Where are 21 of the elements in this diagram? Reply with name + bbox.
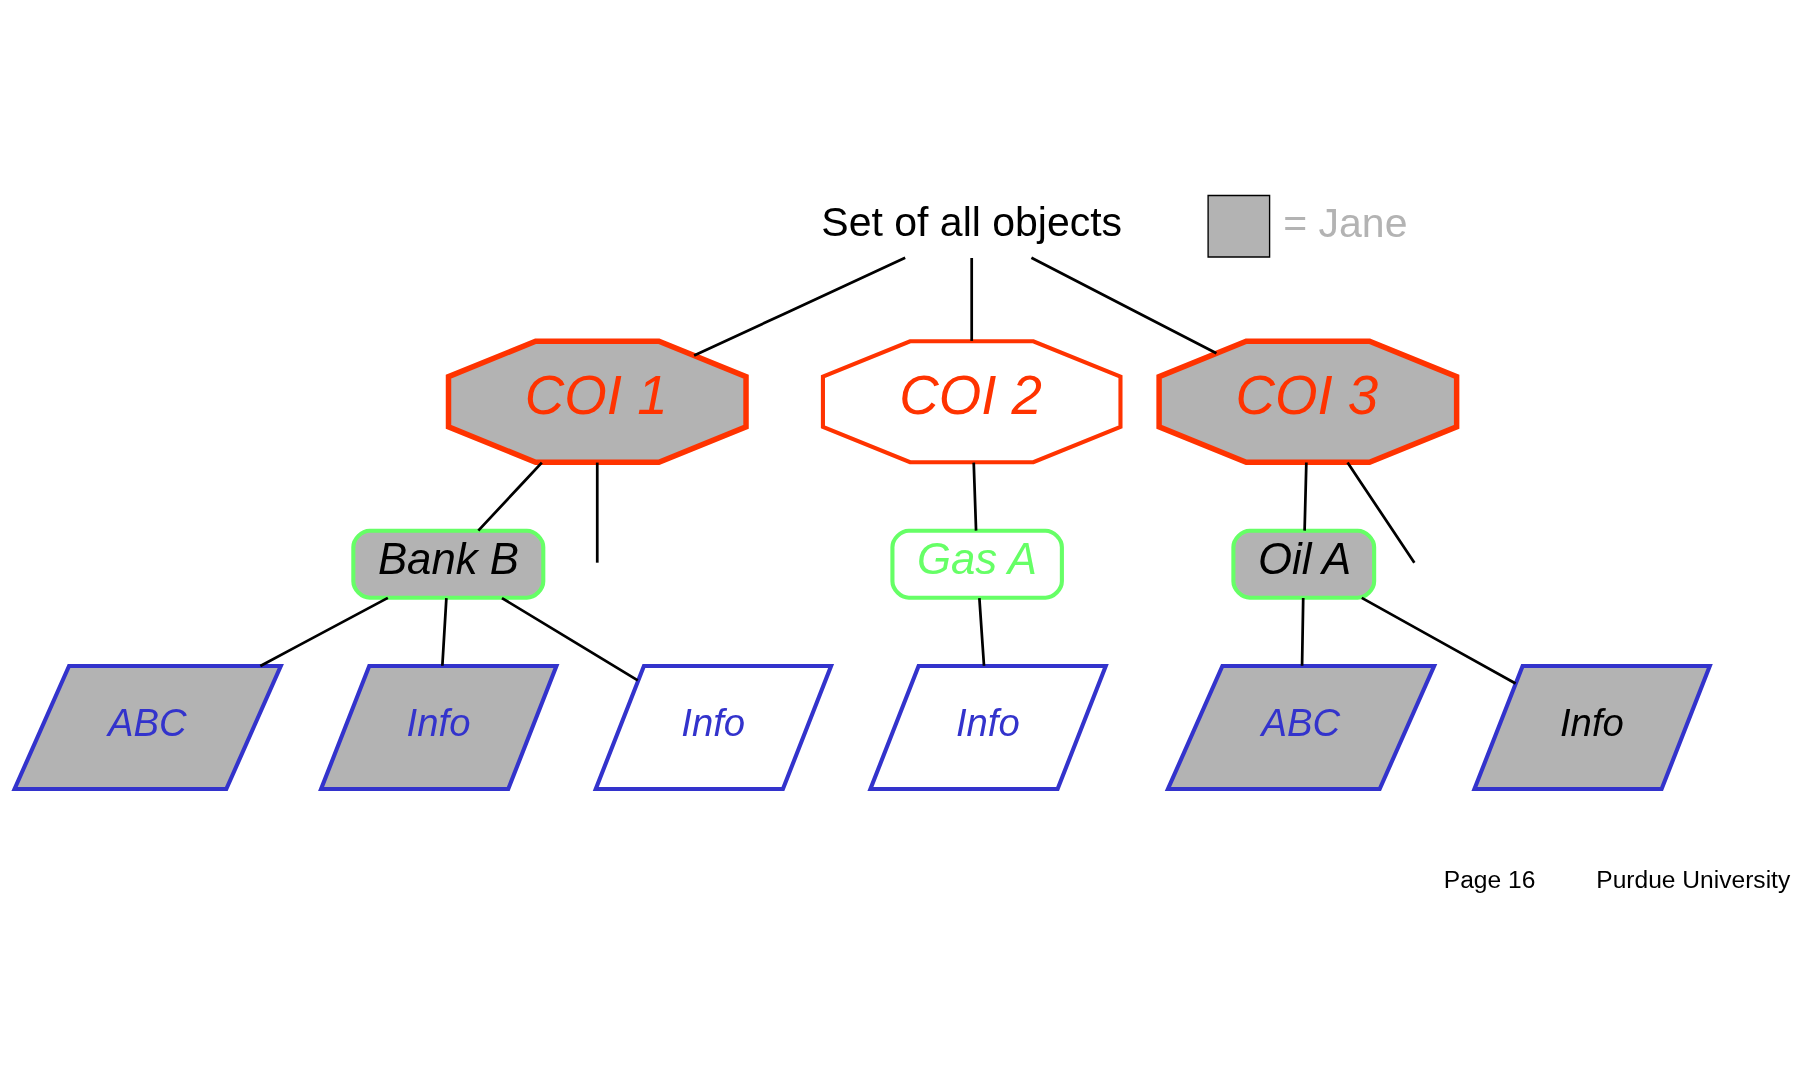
- node-box: Bank B: [351, 528, 546, 600]
- connector: [978, 597, 986, 666]
- connector: [1303, 462, 1308, 531]
- connector: [1361, 596, 1517, 685]
- node-box: Oil A: [1231, 528, 1377, 600]
- connector: [477, 461, 543, 532]
- connector: [1030, 256, 1218, 354]
- connector: [970, 257, 974, 341]
- legend-label: = Jane: [1283, 199, 1408, 246]
- connector: [693, 256, 906, 357]
- connector: [259, 596, 389, 667]
- connector: [441, 597, 448, 666]
- node-box: Gas A: [890, 528, 1064, 600]
- node-text: Set of all objects: [821, 198, 1123, 245]
- connector: [972, 462, 978, 531]
- connector: [1300, 597, 1305, 666]
- connector: [595, 462, 599, 563]
- connector: [501, 596, 639, 681]
- label: Page 16: [1443, 865, 1536, 893]
- label: Purdue University: [1596, 865, 1791, 893]
- connector: [1346, 461, 1416, 563]
